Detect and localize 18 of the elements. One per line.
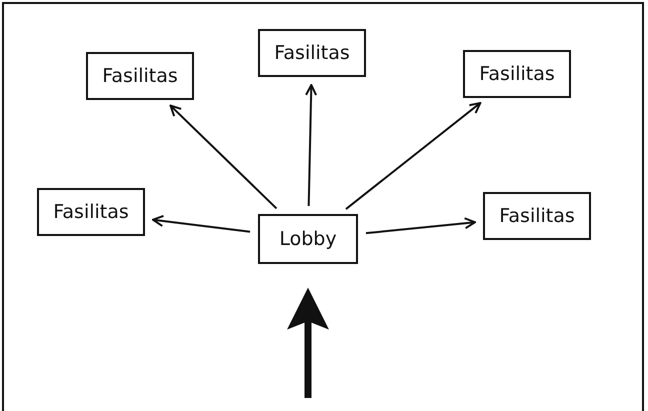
label-box [37,188,145,236]
box-label: Fasilitas [102,65,178,87]
box-label: Fasilitas [274,42,350,64]
arrow [169,104,278,210]
arrow [366,217,476,234]
label-box [86,52,194,100]
box-label: Fasilitas [479,63,555,85]
box-label: Fasilitas [499,205,575,227]
arrow [287,288,329,398]
label-box [463,50,571,98]
arrow [305,84,318,206]
box-label: Lobby [279,228,337,250]
label-box [483,192,591,240]
box-label: Fasilitas [53,201,129,223]
arrow [152,214,250,233]
label-box [258,29,366,77]
arrow [345,102,482,210]
label-box [258,214,358,264]
